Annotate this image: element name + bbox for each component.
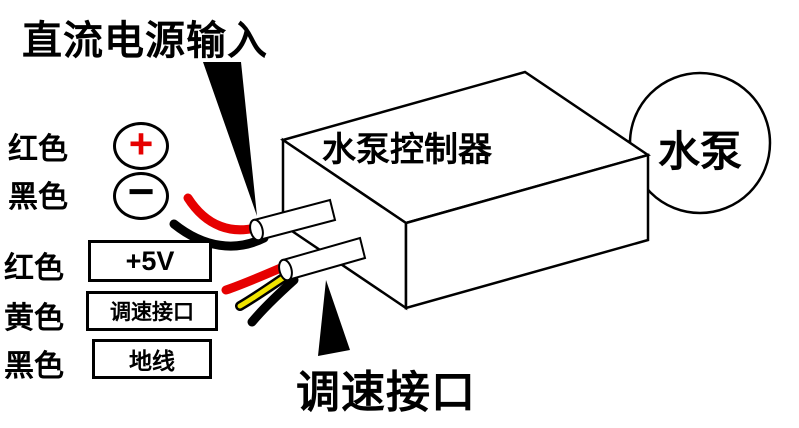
- plus-symbol: +: [128, 120, 154, 167]
- minus-terminal: −: [113, 168, 169, 220]
- speed-port-title: 调速接口: [296, 368, 476, 417]
- wire-color-label-red-power: 红色: [8, 133, 68, 166]
- wire-color-label-black-power: 黑色: [8, 181, 68, 214]
- terminal-box-5v-label: +5V: [125, 245, 175, 276]
- plus-terminal: +: [113, 122, 169, 170]
- wire-color-label-red-5v: 红色: [4, 252, 64, 285]
- terminal-box-ground-label: 地线: [129, 348, 175, 374]
- minus-symbol: −: [127, 165, 155, 217]
- terminal-box-ground: 地线: [92, 339, 212, 379]
- terminal-box-5v: +5V: [88, 240, 212, 282]
- upper-cable-gland: [249, 198, 337, 242]
- wire-color-label-yellow: 黄色: [4, 302, 64, 335]
- terminal-box-speed-port: 调速接口: [86, 291, 218, 331]
- lower-cable-gland: [278, 236, 367, 282]
- controller-label: 水泵控制器: [322, 131, 492, 169]
- terminal-box-speed-port-label: 调速接口: [110, 301, 194, 324]
- dc-input-arrow: [203, 62, 257, 216]
- wire-color-label-black-ground: 黑色: [4, 350, 64, 383]
- speed-port-arrow: [318, 280, 350, 356]
- pump-label: 水泵: [658, 128, 743, 175]
- controller-box: [280, 70, 651, 311]
- dc-input-title: 直流电源输入: [22, 19, 268, 63]
- black-wire-lower: [247, 275, 299, 327]
- black-wire-upper: [169, 219, 269, 251]
